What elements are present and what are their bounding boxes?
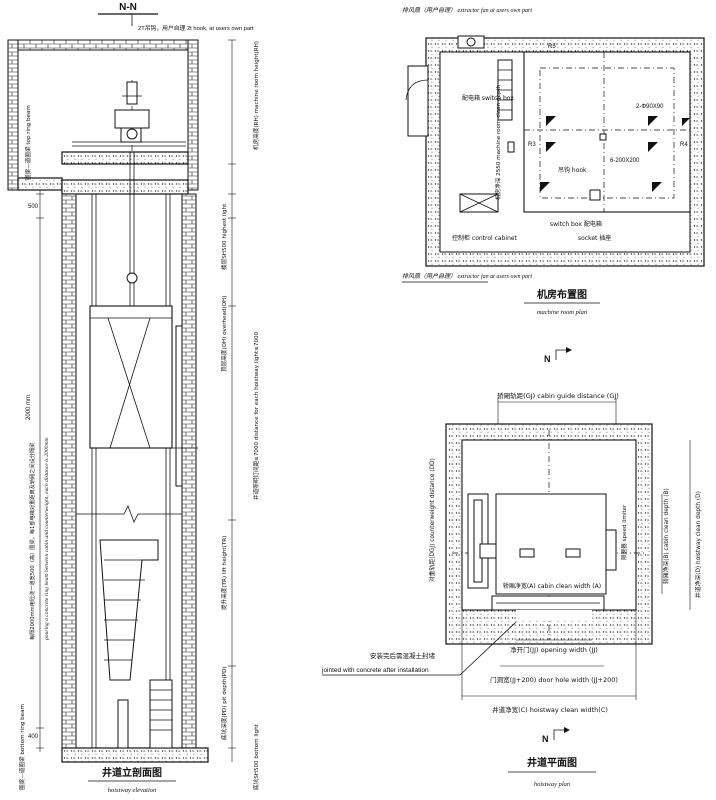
counterweight-icon — [467, 493, 499, 589]
speed-limiter-label: 限速器 speed limiter — [620, 504, 628, 560]
top-ring-beam — [61, 179, 189, 195]
jointed-en-label: jointed with concrete after installation — [321, 667, 429, 674]
note-6200: 6-200X200 — [610, 158, 640, 164]
r4-label: R4 — [680, 142, 688, 148]
dim-400: 400 — [28, 734, 39, 740]
guide-rail-icon — [519, 548, 581, 558]
r3-label: R3 — [528, 142, 536, 148]
ring-beam-note: 每隔2000mm用砼浇一道宽500（高）圈梁，每1部电梯对重距离及轿厢之间设分隔… — [28, 443, 36, 640]
clean-depth-label: 机房净深 2550 machine room clean depth — [494, 84, 502, 200]
elevation-title-en: hoistway elevation — [108, 787, 157, 794]
ring-beam-note-en: pouring a concrete ring beam between cab… — [44, 437, 50, 641]
cabin-plan-outline — [495, 493, 607, 595]
north-arrow-icon: N — [544, 347, 572, 364]
counterweight-label: 对重轨距(DGJ) counterweight distance (DD) — [428, 458, 436, 582]
hoistway-light-label: 井道照明灯间距≤7000 distance for each hoistway … — [252, 331, 260, 500]
lift-height-label: 提升高度(TR) lift height(TR) — [220, 536, 228, 610]
overhead-label: 顶层高度(OH) overhead(OH) — [220, 296, 228, 372]
north-arrow-plan-icon: N — [542, 727, 570, 744]
machine-room-floor-slab — [61, 151, 189, 165]
cabin-clean-depth-label: 轿厢净深(B) cabin clean depth (B) — [662, 488, 670, 584]
fan-top-label: 排风扇（用户自理） extractor fan at users own par… — [402, 6, 532, 14]
pit-buffer-stair-icon — [99, 539, 173, 749]
pit-depth-label: 底坑深度(PD) pit depth(PD) — [220, 666, 228, 740]
pit-slab — [61, 747, 209, 763]
elevation-title: 井道立剖面图 — [102, 766, 162, 779]
hoistway-clean-depth-label: 井道净深(D) hoistway clean depth (D) — [694, 491, 702, 598]
switch-box-label: 配电箱 switch box — [462, 94, 514, 102]
hoistway-plan-title: 井道平面图 — [527, 756, 577, 769]
hoistway-left-wall — [61, 193, 77, 755]
cabin-clean-width-label: 轿厢净宽(A) cabin clean width (A) — [503, 582, 601, 590]
jointed-cn-label: 安装完后需混凝土封堵 — [370, 651, 436, 660]
elevator-cabin — [89, 272, 198, 487]
hook-note: 2T吊钩，用户自理 2t hook, at users own part — [138, 24, 254, 32]
dim-2000: 2000 mm — [26, 395, 32, 420]
socket-label: socket 插座 — [578, 234, 611, 242]
note-2090: 2-Φ90X90 — [636, 104, 664, 110]
dim-500: 500 — [28, 204, 39, 210]
machine-room-plan: 排风扇（用户自理） extractor fan at users own par… — [402, 6, 705, 364]
traction-machine-icon — [72, 80, 186, 152]
section-mark: N-N — [119, 2, 137, 13]
machine-room-floor-left — [17, 177, 63, 191]
hoistway-right-wall — [181, 193, 197, 755]
extractor-fan-icon — [457, 35, 485, 49]
machine-room-left-wall — [7, 39, 19, 191]
opening-width-label: 净开门(JJ) opening width (JJ) — [510, 645, 598, 654]
hoistway-clean-width-label: 井道净宽(C) hoistway clean width(C) — [492, 705, 608, 714]
highest-light-label: 楼层SH500 highest light — [220, 203, 228, 270]
bottom-light-label: 底坑SH500 bottom light — [252, 723, 260, 790]
top-ring-beam-label: 圈梁—道圈梁 top ring beam — [24, 105, 32, 180]
machine-room-height-label: 机房高度(RH) machine room height(RH) — [252, 41, 260, 150]
control-cabinet-label: 控制柜 control cabinet — [452, 234, 518, 242]
hoistway-plan-title-en: hoistway plan — [534, 781, 570, 788]
svg-text:N: N — [542, 734, 549, 744]
machine-room-door-icon — [405, 65, 429, 137]
hook-label: 吊钩 hook — [558, 166, 587, 174]
hoistway-outline — [523, 51, 691, 213]
machine-room-title: 机房布置图 — [537, 288, 587, 301]
hoistway-elevation: N-N 2T吊钩，用户自理 2t hook, at users own part — [7, 2, 260, 794]
machine-room-roof-slab — [7, 39, 199, 51]
bottom-ring-beam-label: 圈梁—道圈梁 bottom ring beam — [18, 704, 26, 790]
machine-room-right-wall — [187, 39, 199, 191]
door-hole-width-label: 门洞宽(JJ+200) door hole width (JJ+200) — [490, 675, 618, 684]
fan-bottom-label: 排风扇（用户自理） extractor fan at users own par… — [402, 272, 532, 280]
svg-text:N: N — [544, 354, 551, 364]
cabin-guide-label: 轿厢轨距(GJ) cabin guide distance (GJ) — [497, 391, 619, 400]
hoistway-plan: 轿厢轨距(GJ) cabin guide distance (GJ) 对重轨距(… — [321, 391, 702, 788]
r5-label: R5 — [548, 44, 556, 50]
switch-box-2-label: switch box 配电箱 — [550, 220, 602, 228]
machine-room-title-en: machine room plan — [537, 309, 587, 316]
